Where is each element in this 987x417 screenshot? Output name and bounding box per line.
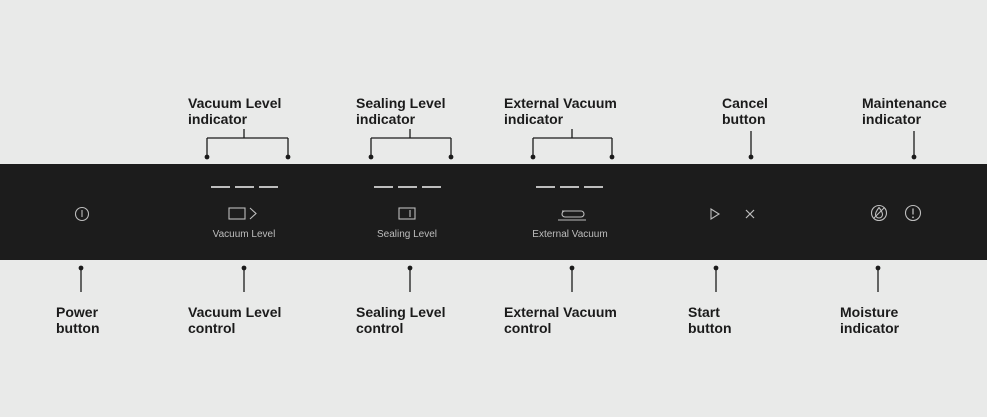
label-moisture-indicator: Moisture indicator <box>840 304 900 336</box>
moisture-icon <box>870 204 888 222</box>
label-power-button: Power button <box>56 304 100 336</box>
cancel-icon <box>745 209 755 219</box>
callout-external-vacuum-indicator <box>530 129 615 160</box>
start-icon <box>710 208 721 220</box>
external-vacuum-control[interactable]: External Vacuum <box>532 210 608 240</box>
sealing-level-caption: Sealing Level <box>377 229 437 240</box>
vacuum-level-caption: Vacuum Level <box>213 229 276 240</box>
label-sealing-level-indicator: Sealing Level indicator <box>356 95 446 127</box>
power-icon <box>74 206 90 222</box>
start-button[interactable] <box>710 208 721 220</box>
label-vacuum-level-indicator: Vacuum Level indicator <box>188 95 282 127</box>
callout-sealing-level-indicator <box>368 129 454 160</box>
sealing-level-icon <box>398 207 416 220</box>
callout-lines-bottom <box>78 265 881 292</box>
callout-maintenance-indicator <box>911 131 917 160</box>
callout-vacuum-level-control <box>241 265 247 292</box>
callout-moisture-indicator <box>875 265 881 292</box>
sealing-level-control[interactable]: Sealing Level <box>377 207 437 240</box>
callout-lines-top <box>204 129 917 160</box>
callout-external-vacuum-control <box>569 265 575 292</box>
external-vacuum-icon <box>558 210 586 221</box>
control-panel <box>0 164 987 260</box>
label-maintenance-indicator: Maintenance indicator <box>862 95 947 127</box>
label-vacuum-level-control: Vacuum Level control <box>188 304 282 336</box>
vacuum-level-icon <box>228 207 257 220</box>
moisture-indicator <box>870 204 888 222</box>
maintenance-indicator <box>904 204 922 222</box>
label-cancel-button: Cancel button <box>722 95 768 127</box>
maintenance-icon <box>904 204 922 222</box>
vacuum-level-control[interactable]: Vacuum Level <box>213 207 276 240</box>
callout-vacuum-level-indicator <box>204 129 291 160</box>
callout-cancel-button <box>748 131 754 160</box>
label-start-button: Start button <box>688 304 732 336</box>
label-external-vacuum-control: External Vacuum control <box>504 304 617 336</box>
external-vacuum-caption: External Vacuum <box>532 229 607 240</box>
callout-sealing-level-control <box>407 265 413 292</box>
power-button[interactable] <box>74 206 90 222</box>
callout-start-button <box>713 265 719 292</box>
callout-power-button <box>78 265 84 292</box>
label-external-vacuum-indicator: External Vacuum indicator <box>504 95 617 127</box>
cancel-button[interactable] <box>745 209 755 219</box>
label-sealing-level-control: Sealing Level control <box>356 304 446 336</box>
